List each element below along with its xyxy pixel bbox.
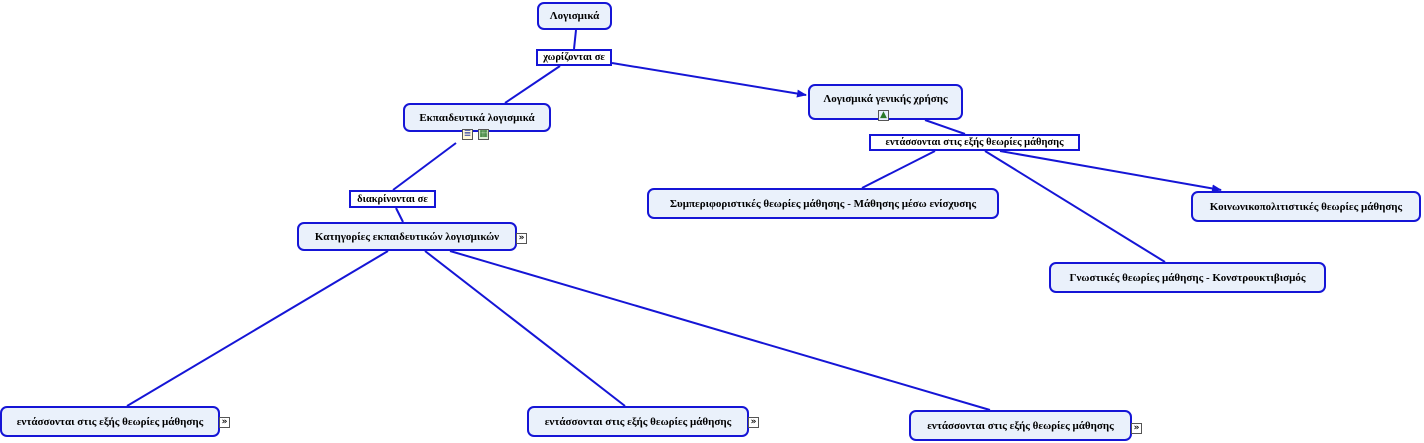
link-phrase-distinguished-into[interactable]: διακρίνονται σε xyxy=(349,190,436,208)
document-icon[interactable]: ≣ xyxy=(462,129,473,140)
link-categories-to-theories-2 xyxy=(424,250,626,407)
link-divided-to-educational xyxy=(504,65,561,104)
double-chevron-right-icon[interactable]: » xyxy=(748,417,759,428)
link-categories-to-theories-1 xyxy=(126,250,389,407)
image-icon[interactable]: ▲ xyxy=(878,110,889,121)
link-categories-to-theories-3 xyxy=(449,250,991,411)
link-phrase-divided-into[interactable]: χωρίζονται σε xyxy=(536,49,612,66)
concept-behaviorist-theories[interactable]: Συμπεριφοριστικές θεωρίες μάθησης - Μάθη… xyxy=(647,188,999,219)
concept-theories-3[interactable]: εντάσσονται στις εξής θεωρίες μάθησης xyxy=(909,410,1132,441)
concept-theories-1[interactable]: εντάσσονται στις εξής θεωρίες μάθησης xyxy=(0,406,220,437)
concept-cognitive-theories[interactable]: Γνωστικές θεωρίες μάθησης - Κονστρουκτιβ… xyxy=(1049,262,1326,293)
link-distinguished-to-categories xyxy=(395,207,404,223)
double-chevron-right-icon[interactable]: » xyxy=(219,417,230,428)
link-phrase-to-behaviorist xyxy=(861,150,936,189)
link-phrase-to-cognitive xyxy=(984,150,1166,263)
concept-root[interactable]: Λογισμικά xyxy=(537,2,612,30)
link-general-to-theories-phrase xyxy=(924,119,966,135)
link-phrase-belong-to-theories[interactable]: εντάσσονται στις εξής θεωρίες μάθησης xyxy=(869,134,1080,151)
concept-educational-software[interactable]: Εκπαιδευτικά λογισμικά xyxy=(403,103,551,132)
concept-theories-2[interactable]: εντάσσονται στις εξής θεωρίες μάθησης xyxy=(527,406,749,437)
link-educational-to-distinguished xyxy=(392,142,457,191)
link-divided-to-general xyxy=(611,62,807,98)
concept-categories[interactable]: Κατηγορίες εκπαιδευτικών λογισμικών xyxy=(297,222,517,251)
double-chevron-right-icon[interactable]: » xyxy=(516,233,527,244)
concept-sociocultural-theories[interactable]: Κοινωνικοπολιτιστικές θεωρίες μάθησης xyxy=(1191,191,1421,222)
link-root-to-divided xyxy=(573,29,577,50)
film-icon[interactable]: ▦ xyxy=(478,129,489,140)
link-phrase-to-sociocultural xyxy=(999,150,1222,193)
double-chevron-right-icon[interactable]: » xyxy=(1131,423,1142,434)
